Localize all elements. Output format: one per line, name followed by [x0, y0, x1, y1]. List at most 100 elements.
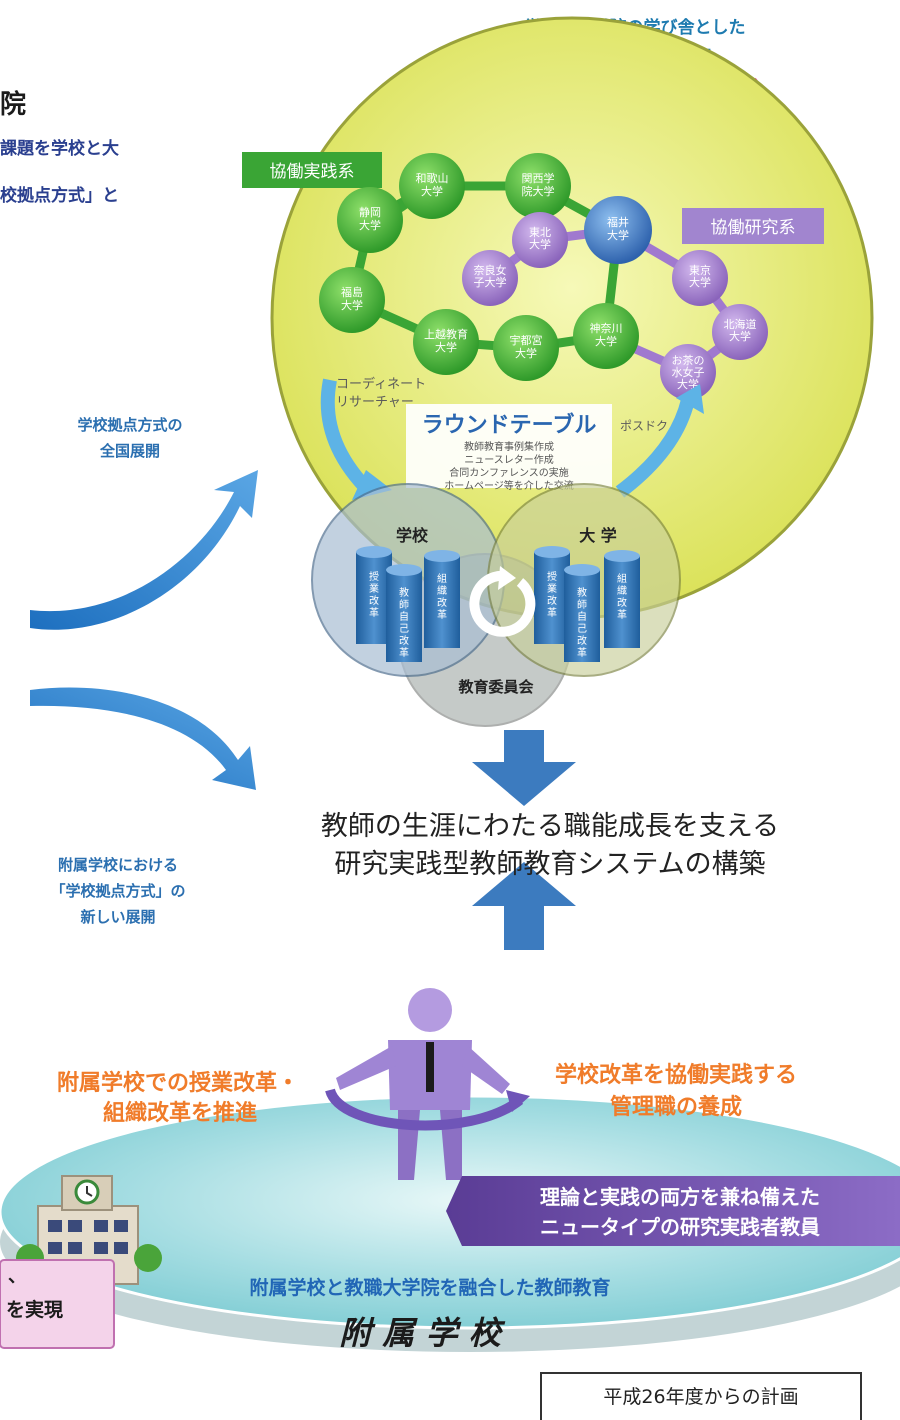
side-label-top-line: 全国展開 — [99, 442, 160, 460]
node-wakayama — [399, 153, 465, 219]
side-label-bottom-line: 「学校拠点方式」の — [50, 882, 186, 900]
left-cylinders — [356, 546, 460, 662]
banner-line-1: 理論と実践の両方を兼ね備えた — [540, 1185, 820, 1209]
node-tohoku — [512, 212, 568, 268]
school-name: 附 属 学 校 — [339, 1314, 505, 1352]
main-caption-line-1: 教師の生涯にわたる職能成長を支える — [320, 811, 780, 842]
side-label-bottom: 附属学校における 「学校拠点方式」の 新しい展開 — [0, 852, 236, 930]
node-label: 神奈川大学 — [590, 321, 623, 348]
curve-arrow-up-icon — [30, 470, 258, 630]
left-text-line-1: 課題を学校と大 — [0, 139, 119, 159]
roundtable-box — [406, 404, 612, 488]
main-caption-line-2: 研究実践型教師教育システムの構築 — [334, 849, 766, 880]
node-labels: 和歌山大学 関西学院大学 静岡大学 福島大学 上越教育大学 宇都宮大学 神奈川大… — [341, 171, 757, 391]
collab-practice-label: 協働実践系 — [270, 162, 355, 182]
cylinder-top — [356, 546, 392, 558]
node-label: 東北大学 — [529, 226, 551, 251]
collab-research-label: 協働研究系 — [711, 218, 796, 238]
roundtable-item: ホームページ等を介した交流 — [444, 479, 574, 492]
coordinator-label-2: リサーチャー — [336, 395, 414, 410]
left-text-line-2: 校拠点方式」と — [0, 186, 119, 206]
coordinator-label-1: コーディネート — [336, 376, 426, 392]
node-nara-women — [462, 250, 518, 306]
node-fukushima — [319, 267, 385, 333]
cycle-arrow-icon — [469, 570, 536, 637]
cylinder-labels: 授業改革 教師自己改革 組織改革 授業改革 教師自己改革 組織改革 — [369, 570, 627, 659]
roundtable-item: 教師教育事例集作成 — [464, 440, 554, 453]
left-pink-box — [0, 1259, 115, 1349]
venn-board-label: 教育委員会 — [457, 678, 533, 696]
curve-arrow-right — [615, 398, 695, 498]
green-nodes — [319, 153, 639, 381]
node-utsunomiya — [493, 315, 559, 381]
node-tokyo — [672, 250, 728, 306]
left-box-line-2: を実現 — [6, 1298, 63, 1321]
curve-arrow-right-head — [676, 384, 704, 414]
cylinder — [424, 556, 460, 648]
node-fukui — [584, 196, 652, 264]
roundtable-title: ラウンドテーブル — [422, 412, 597, 438]
node-label: 上越教育大学 — [424, 327, 468, 354]
ellipse-caption: 附属学校と教職大学院を融合した教師教育 — [249, 1276, 610, 1299]
curve-arrow-down-icon — [30, 687, 256, 790]
cycle-arrow-head — [498, 566, 516, 590]
banner-line-2: ニュータイプの研究実践者教員 — [540, 1215, 820, 1239]
ellipse-left-label: 組織改革を推進 — [103, 1100, 257, 1126]
cylinder-top — [534, 546, 570, 558]
cylinder-label: 組織改革 — [617, 572, 627, 621]
postdoc-label: ポスドク — [620, 419, 668, 433]
node-label: 静岡大学 — [359, 205, 381, 232]
up-arrow-icon — [472, 862, 576, 950]
cylinder-top — [386, 564, 422, 576]
side-label-bottom-line: 附属学校における — [57, 856, 178, 874]
node-shizuoka — [337, 187, 403, 253]
cylinder-top — [604, 550, 640, 562]
right-cylinders — [534, 546, 640, 662]
node-ochanomizu — [660, 344, 716, 400]
roundtable-item: ニュースレター作成 — [464, 454, 554, 466]
cylinder-top — [564, 564, 600, 576]
node-label: 関西学院大学 — [522, 171, 555, 198]
side-label-top-line: 学校拠点方式の — [77, 416, 183, 434]
cylinder-label: 組織改革 — [437, 572, 447, 621]
node-label: 宇都宮大学 — [510, 333, 543, 360]
collab-research-box — [682, 208, 824, 244]
orbit-arrow-head — [506, 1090, 530, 1112]
cylinder — [604, 556, 640, 648]
curve-arrow-left — [320, 378, 375, 497]
node-kanagawa — [573, 303, 639, 369]
node-label: お茶の水女子大学 — [672, 354, 705, 391]
ellipse-left-label: 附属学校での授業改革・ — [57, 1070, 299, 1096]
cylinder-label: 授業改革 — [369, 570, 379, 619]
node-kwansei — [505, 153, 571, 219]
down-arrow-icon — [472, 730, 576, 806]
node-label: 福島大学 — [341, 285, 363, 312]
cylinder-label: 授業改革 — [547, 570, 557, 619]
ellipse-right-label: 管理職の養成 — [610, 1094, 742, 1120]
cylinder-top — [424, 550, 460, 562]
venn-university-label: 大 学 — [579, 526, 617, 545]
collab-practice-box — [242, 152, 382, 188]
side-label-top: 学校拠点方式の 全国展開 — [20, 412, 240, 464]
cylinder-label: 教師自己改革 — [399, 586, 409, 659]
node-label: 福井大学 — [607, 215, 629, 242]
cylinder-label: 教師自己改革 — [577, 586, 587, 659]
plan-label: 平成26年度からの計画 — [540, 1372, 862, 1420]
ellipse-right-label: 学校改革を協働実践する — [555, 1062, 797, 1088]
orbit-arrow-icon — [325, 1088, 524, 1131]
left-box-line-1: 、 — [8, 1266, 26, 1287]
venn-school-label: 学校 — [396, 526, 429, 545]
node-label: 和歌山大学 — [416, 171, 449, 198]
purple-nodes — [462, 212, 768, 400]
roundtable-item: 合同カンファレンスの実施 — [449, 466, 569, 479]
node-label: 奈良女子大学 — [474, 263, 507, 289]
node-joetsu — [413, 309, 479, 375]
node-label: 北海道大学 — [724, 317, 757, 343]
banner — [446, 1176, 900, 1246]
side-label-bottom-line: 新しい展開 — [80, 908, 156, 926]
cylinder — [564, 570, 600, 662]
node-label: 東京大学 — [689, 263, 711, 289]
left-title: 院 — [0, 90, 27, 120]
cylinder — [386, 570, 422, 662]
